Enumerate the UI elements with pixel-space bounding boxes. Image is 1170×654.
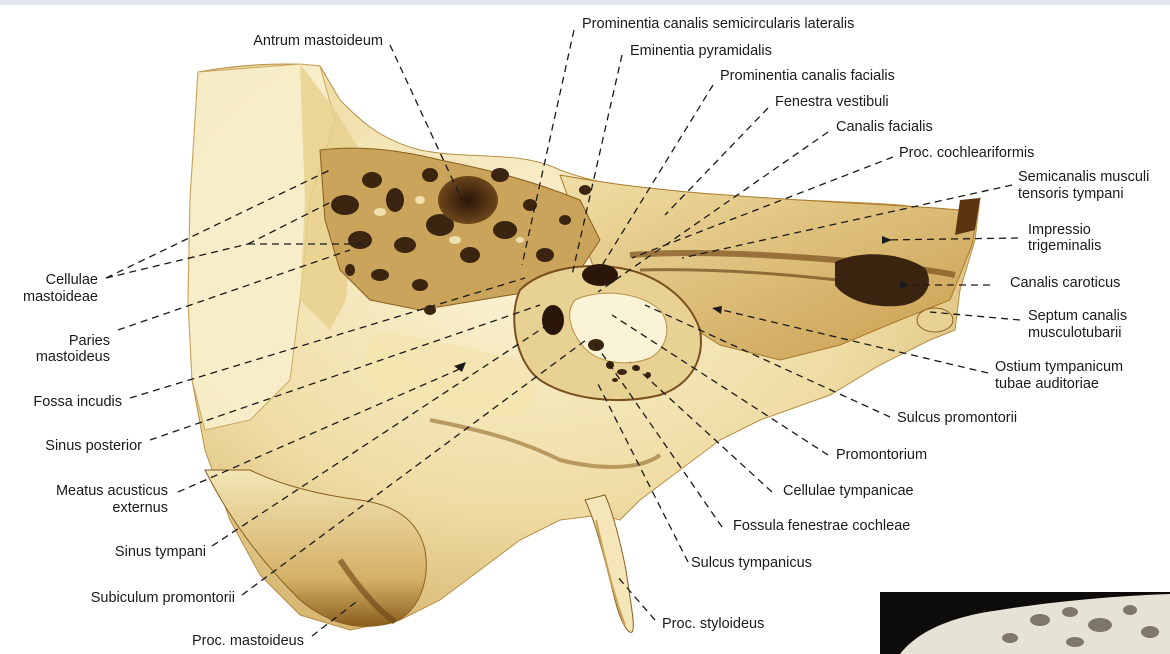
label-prominentia-canalis-facialis: Prominentia canalis facialis — [720, 68, 895, 84]
label-paries-line2: mastoideus — [36, 349, 110, 365]
label-sinus-posterior: Sinus posterior — [45, 438, 142, 454]
label-impressio-line1: Impressio — [1028, 222, 1091, 238]
label-septum-line1: Septum canalis — [1028, 308, 1127, 324]
label-impressio-line2: trigeminalis — [1028, 238, 1101, 254]
label-meatus-line2: externus — [112, 500, 168, 516]
label-fossa-incudis: Fossa incudis — [33, 394, 122, 410]
label-cellulae-tympanicae: Cellulae tympanicae — [783, 483, 914, 499]
label-ostium-line1: Ostium tympanicum — [995, 359, 1123, 375]
label-fenestra-vestibuli: Fenestra vestibuli — [775, 94, 889, 110]
label-fossula-fenestrae-cochleae: Fossula fenestrae cochleae — [733, 518, 910, 534]
styloid-process — [585, 495, 633, 632]
label-sinus-tympani: Sinus tympani — [115, 544, 206, 560]
label-canalis-caroticus: Canalis caroticus — [1010, 275, 1120, 291]
label-proc-styloideus: Proc. styloideus — [662, 616, 764, 632]
label-prominentia-canalis-semicircularis: Prominentia canalis semicircularis later… — [582, 16, 854, 32]
label-semicanalis-line2: tensoris tympani — [1018, 186, 1124, 202]
label-cellulae-mastoideae-line1: Cellulae — [46, 272, 98, 288]
label-paries-line1: Paries — [69, 333, 110, 349]
label-ostium-line2: tubae auditoriae — [995, 376, 1099, 392]
label-subiculum-promontorii: Subiculum promontorii — [91, 590, 235, 606]
label-eminentia-pyramidalis: Eminentia pyramidalis — [630, 43, 772, 59]
bone-illustration — [188, 64, 980, 632]
label-sulcus-tympanicus: Sulcus tympanicus — [691, 555, 812, 571]
label-canalis-facialis: Canalis facialis — [836, 119, 933, 135]
label-proc-cochleariformis: Proc. cochleariformis — [899, 145, 1034, 161]
label-meatus-line1: Meatus acusticus — [56, 483, 168, 499]
label-cellulae-mastoideae-line2: mastoideae — [23, 289, 98, 305]
label-antrum-mastoideum: Antrum mastoideum — [253, 33, 383, 49]
label-semicanalis-line1: Semicanalis musculi — [1018, 169, 1149, 185]
label-proc-mastoideus: Proc. mastoideus — [192, 633, 304, 649]
fenestra-vestibuli-hole — [582, 264, 618, 286]
label-septum-line2: musculotubarii — [1028, 325, 1122, 341]
photo-inset — [880, 592, 1170, 654]
label-sulcus-promontorii: Sulcus promontorii — [897, 410, 1017, 426]
antrum-cavity — [438, 176, 498, 224]
label-promontorium: Promontorium — [836, 447, 927, 463]
